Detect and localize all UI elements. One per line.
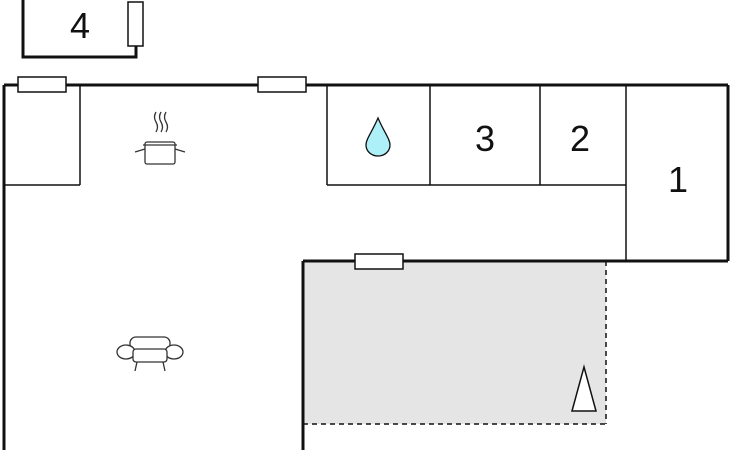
window-top-left: [17, 76, 67, 93]
terrace-fill: [303, 261, 606, 424]
window-terrace: [354, 253, 404, 270]
room-1-label: 1: [668, 159, 688, 200]
terrace-area: [303, 261, 607, 425]
room-4: 4: [21, 0, 144, 59]
water-drop-icon: [365, 116, 391, 157]
window-top-center: [257, 76, 307, 93]
armchair-icon: [116, 336, 184, 372]
window-room-4: [127, 1, 144, 47]
parasol-icon: [571, 364, 597, 412]
room-2-label: 2: [570, 118, 590, 159]
cooking-pot-icon: [134, 111, 186, 165]
room-4-label: 4: [70, 5, 90, 46]
interior-walls: [4, 85, 627, 261]
room-3-label: 3: [475, 118, 495, 159]
